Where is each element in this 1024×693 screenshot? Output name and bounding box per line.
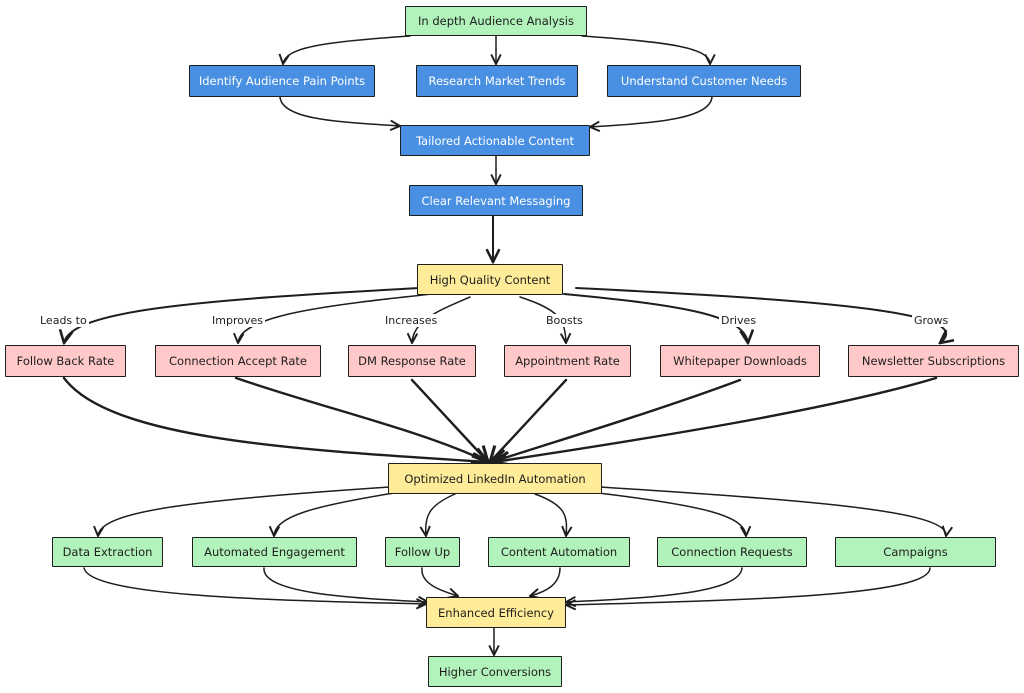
edge-label-drives: Drives [719, 314, 759, 327]
edge-automation-to-dataextraction [98, 486, 391, 536]
node-tailored-actionable-content[interactable]: Tailored Actionable Content [400, 125, 590, 156]
node-research-market-trends[interactable]: Research Market Trends [416, 65, 578, 97]
node-campaigns[interactable]: Campaigns [835, 537, 996, 567]
edge-needs-to-tailored [590, 96, 713, 127]
node-dm-response-rate[interactable]: DM Response Rate [348, 345, 476, 377]
edge-label-boosts: Boosts [544, 314, 585, 327]
edge-newsletter-to-automation [494, 376, 938, 462]
edge-label-leads-to: Leads to [38, 314, 89, 327]
edge-automation-to-connrequests [589, 491, 746, 536]
node-connection-accept-rate[interactable]: Connection Accept Rate [155, 345, 321, 377]
edge-analysis-to-needs [581, 35, 710, 64]
edge-followback-to-automation [62, 376, 488, 462]
node-identify-audience-pain-points[interactable]: Identify Audience Pain Points [189, 65, 375, 97]
edge-engagement-to-efficiency [263, 567, 428, 602]
edge-automation-to-contentauto [534, 493, 566, 536]
edge-hqc-to-followback [64, 287, 421, 343]
edge-label-increases: Increases [383, 314, 440, 327]
edge-automation-to-engagement [274, 491, 401, 536]
node-follow-back-rate[interactable]: Follow Back Rate [5, 345, 126, 377]
edge-whitepaper-to-automation [492, 378, 742, 462]
node-clear-relevant-messaging[interactable]: Clear Relevant Messaging [409, 185, 583, 216]
node-higher-conversions[interactable]: Higher Conversions [428, 656, 562, 687]
edge-dmresponse-to-automation [410, 378, 488, 462]
edge-dataextraction-to-efficiency [83, 567, 426, 604]
node-whitepaper-downloads[interactable]: Whitepaper Downloads [660, 345, 820, 377]
edge-hqc-to-connaccept [238, 293, 433, 343]
node-appointment-rate[interactable]: Appointment Rate [504, 345, 631, 377]
node-data-extraction[interactable]: Data Extraction [52, 537, 163, 567]
edge-appointment-to-automation [490, 378, 568, 462]
edge-automation-to-campaigns [599, 486, 946, 536]
edge-hqc-to-whitepaper [563, 293, 748, 343]
edge-connaccept-to-automation [234, 376, 488, 462]
edge-campaigns-to-efficiency [566, 567, 931, 605]
node-newsletter-subscriptions[interactable]: Newsletter Subscriptions [848, 345, 1019, 377]
edge-connrequests-to-efficiency [566, 567, 743, 602]
edge-analysis-to-painpoints [283, 35, 411, 64]
node-connection-requests[interactable]: Connection Requests [657, 537, 807, 567]
edge-label-improves: Improves [210, 314, 265, 327]
node-follow-up[interactable]: Follow Up [385, 537, 460, 567]
node-enhanced-efficiency[interactable]: Enhanced Efficiency [426, 597, 566, 628]
node-high-quality-content[interactable]: High Quality Content [417, 264, 563, 295]
node-automated-engagement[interactable]: Automated Engagement [192, 537, 357, 567]
node-content-automation[interactable]: Content Automation [488, 537, 630, 567]
node-optimized-linkedin-automation[interactable]: Optimized LinkedIn Automation [388, 463, 602, 494]
edge-label-grows: Grows [912, 314, 951, 327]
edge-contentauto-to-efficiency [530, 567, 561, 596]
edge-hqc-to-newsletter [575, 287, 946, 343]
edge-followup-to-efficiency [421, 567, 458, 596]
node-understand-customer-needs[interactable]: Understand Customer Needs [607, 65, 801, 97]
node-in-depth-audience-analysis[interactable]: In depth Audience Analysis [405, 6, 587, 36]
edge-painpoints-to-tailored [279, 96, 400, 126]
edge-automation-to-followup [426, 493, 456, 536]
